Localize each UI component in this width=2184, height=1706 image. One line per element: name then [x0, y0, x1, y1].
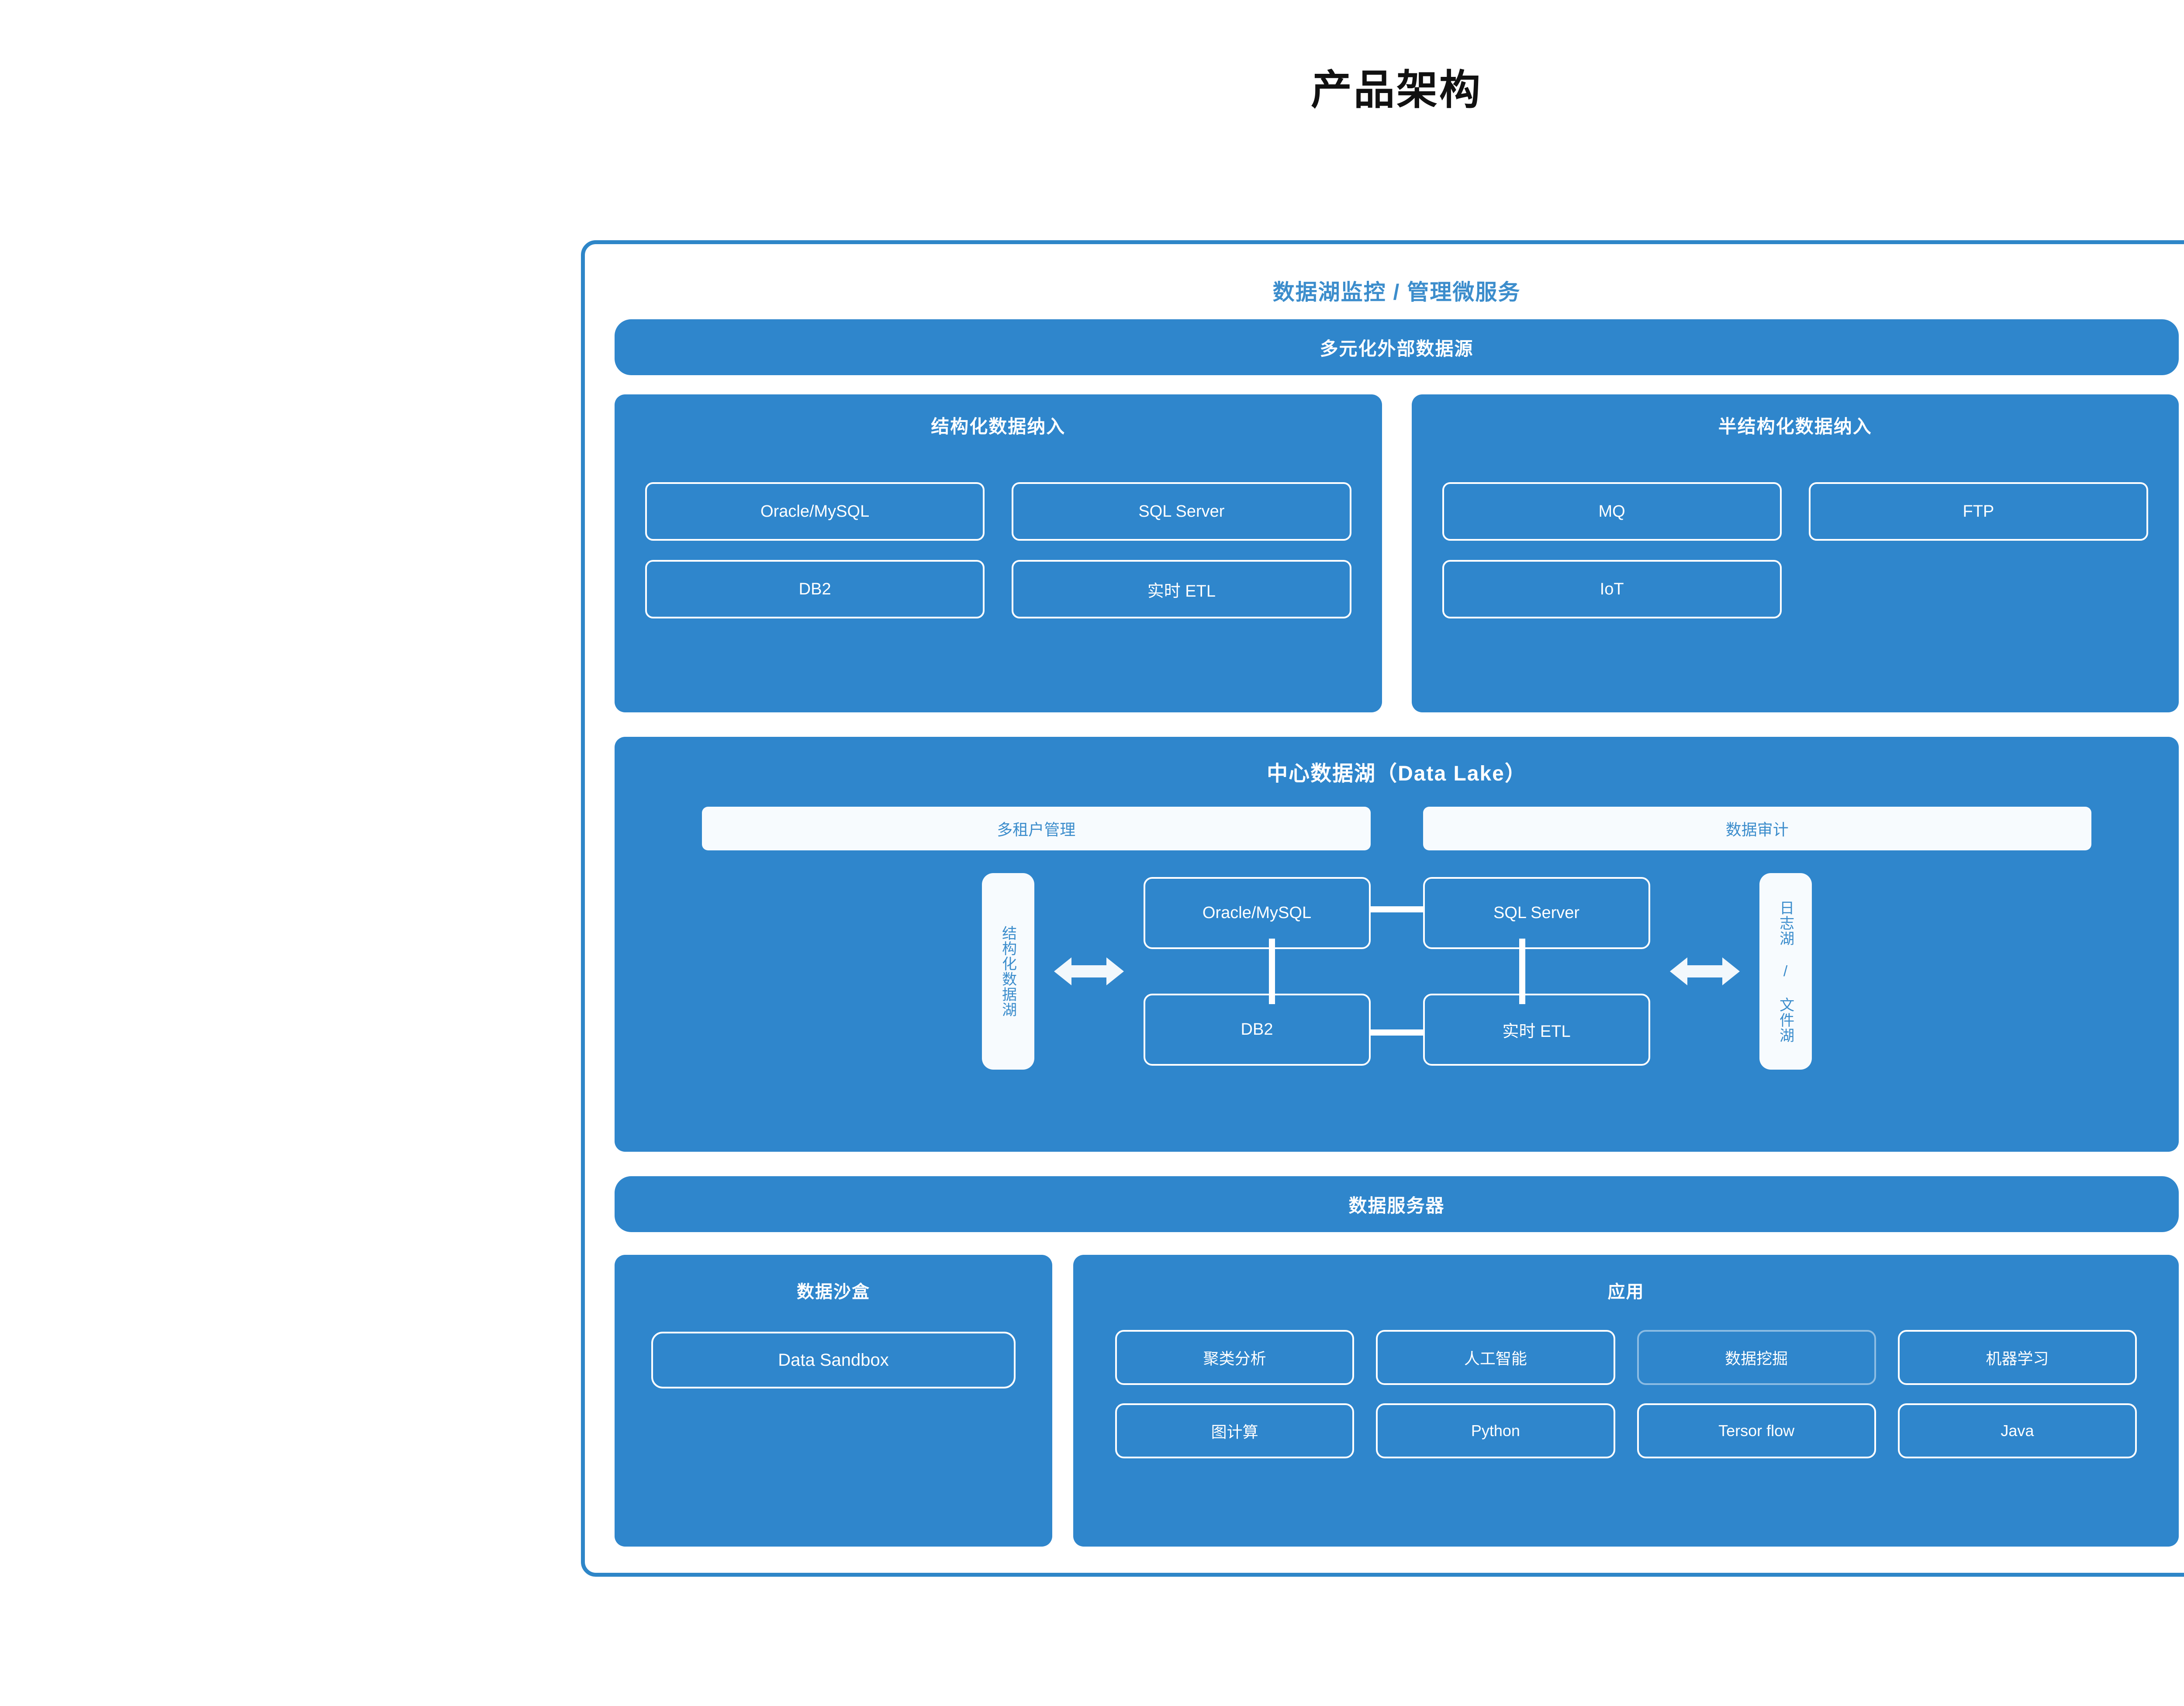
bottom-row: 数据沙盒 Data Sandbox 应用 聚类分析 人工智能 数据挖掘 机器学习… — [615, 1255, 2179, 1547]
applications-panel: 应用 聚类分析 人工智能 数据挖掘 机器学习 图计算 Python Tersor… — [1073, 1255, 2179, 1547]
app-chip-python[interactable]: Python — [1376, 1403, 1615, 1458]
lake-node-realtime-etl[interactable]: 实时 ETL — [1423, 994, 1650, 1066]
semi-structured-ingest-title: 半结构化数据纳入 — [1718, 416, 1872, 437]
pill-data-audit[interactable]: 数据审计 — [1423, 807, 2091, 850]
connector-oracle-sqlserver — [1370, 906, 1423, 912]
data-lake-node-grid: Oracle/MySQL SQL Server DB2 实时 ETL — [1143, 873, 1650, 1070]
data-lake-title: 中心数据湖（Data Lake） — [1267, 762, 1527, 785]
structured-ingest-panel: 结构化数据纳入 Oracle/MySQL SQL Server DB2 实时 E… — [615, 394, 1382, 712]
central-data-lake-panel: 中心数据湖（Data Lake） 多租户管理 数据审计 结构化数据湖 — [615, 737, 2179, 1152]
structured-data-lake-label: 结构化数据湖 — [981, 873, 1034, 1070]
app-chip-java[interactable]: Java — [1897, 1403, 2137, 1458]
app-chip-artificial-intelligence[interactable]: 人工智能 — [1376, 1330, 1615, 1385]
microservice-header: 数据湖监控 / 管理微服务 — [1272, 280, 1521, 304]
log-file-lake-label: 日志湖 / 文件湖 — [1759, 873, 1812, 1070]
pill-multi-tenant-management[interactable]: 多租户管理 — [702, 807, 1371, 850]
data-server-bar: 数据服务器 — [615, 1176, 2179, 1232]
app-chip-data-mining[interactable]: 数据挖掘 — [1637, 1330, 1876, 1385]
app-chip-cluster-analysis[interactable]: 聚类分析 — [1115, 1330, 1355, 1385]
app-chip-graph-computing[interactable]: 图计算 — [1115, 1403, 1355, 1458]
connector-db2-etl — [1370, 1029, 1423, 1036]
semi-structured-ingest-grid: MQ FTP IoT — [1412, 439, 2179, 618]
architecture-diagram-frame: 数据湖监控 / 管理微服务 多元化外部数据源 结构化数据纳入 Oracle/My… — [581, 240, 2184, 1577]
ingest-chip-db2[interactable]: DB2 — [645, 560, 985, 618]
connector-sqlserver-etl — [1519, 939, 1525, 1004]
ingest-chip-mq[interactable]: MQ — [1442, 482, 1782, 541]
sandbox-chip-data-sandbox[interactable]: Data Sandbox — [651, 1332, 1016, 1388]
data-lake-pill-row: 多租户管理 数据审计 — [615, 787, 2179, 850]
data-lake-body: 结构化数据湖 Oracle/MySQL SQL Server DB2 实时 ET… — [615, 850, 2179, 1070]
ingest-chip-realtime-etl[interactable]: 实时 ETL — [1012, 560, 1351, 618]
applications-title: 应用 — [1607, 1282, 1645, 1302]
app-chip-machine-learning[interactable]: 机器学习 — [1897, 1330, 2137, 1385]
data-sandbox-chip-wrap: Data Sandbox — [615, 1303, 1052, 1388]
semi-structured-ingest-panel: 半结构化数据纳入 MQ FTP IoT — [1411, 394, 2179, 712]
ingest-panels-row: 结构化数据纳入 Oracle/MySQL SQL Server DB2 实时 E… — [615, 394, 2179, 712]
right-exchange-arrow-cell — [1650, 951, 1759, 991]
lake-node-db2[interactable]: DB2 — [1143, 994, 1371, 1066]
ingest-chip-ftp[interactable]: FTP — [1808, 482, 2148, 541]
page-title: 产品架构 — [1310, 67, 1482, 113]
double-arrow-icon — [1669, 957, 1740, 985]
lake-node-oracle-mysql[interactable]: Oracle/MySQL — [1143, 877, 1371, 949]
external-data-sources-bar: 多元化外部数据源 — [615, 319, 2179, 375]
data-sandbox-panel: 数据沙盒 Data Sandbox — [615, 1255, 1052, 1547]
ingest-chip-oracle-mysql[interactable]: Oracle/MySQL — [645, 482, 985, 541]
applications-grid: 聚类分析 人工智能 数据挖掘 机器学习 图计算 Python Tersor fl… — [1073, 1303, 2179, 1458]
ingest-chip-iot[interactable]: IoT — [1442, 560, 1782, 618]
left-exchange-arrow-cell — [1034, 951, 1144, 991]
app-chip-tensorflow[interactable]: Tersor flow — [1637, 1403, 1876, 1458]
architecture-frame-inner: 数据湖监控 / 管理微服务 多元化外部数据源 结构化数据纳入 Oracle/My… — [585, 244, 2184, 1573]
structured-ingest-grid: Oracle/MySQL SQL Server DB2 实时 ETL — [615, 439, 1382, 618]
double-arrow-icon — [1054, 957, 1124, 985]
data-sandbox-title: 数据沙盒 — [797, 1282, 870, 1302]
structured-ingest-title: 结构化数据纳入 — [931, 416, 1066, 437]
ingest-chip-sql-server[interactable]: SQL Server — [1012, 482, 1351, 541]
lake-node-sql-server[interactable]: SQL Server — [1423, 877, 1650, 949]
connector-oracle-db2 — [1268, 939, 1275, 1004]
